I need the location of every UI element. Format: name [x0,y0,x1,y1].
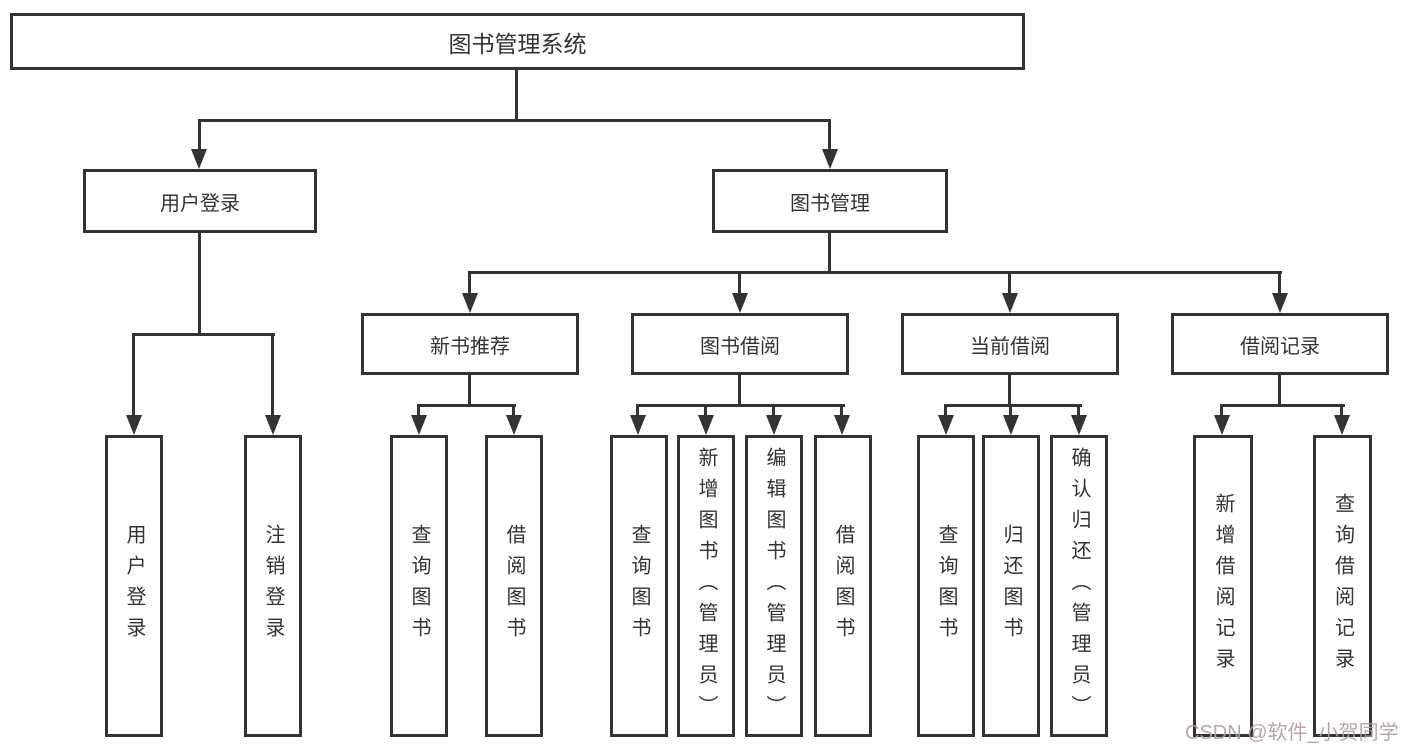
node-borrow-books-recommend: 借阅图书 [485,435,543,737]
arrow-down-icon [462,293,478,313]
node-confirm-return-admin: 确认归还（管理员） [1050,435,1108,737]
node-label: 图书借阅 [700,335,780,358]
node-current-borrowing: 当前借阅 [901,313,1119,375]
arrow-down-icon [938,415,954,435]
node-query-books-current: 查询图书 [917,435,975,737]
arrow-down-icon [506,415,522,435]
arrow-down-icon [698,415,714,435]
connector-line [1077,404,1080,418]
node-add-books-admin: 新增图书（管理员） [677,435,735,737]
node-label: 查询图书 [935,524,957,648]
connector-line [1009,404,1012,418]
connector-line [944,404,947,418]
node-label: 归还图书 [1000,524,1022,648]
node-book-borrowing: 图书借阅 [631,313,849,375]
node-user-login: 用户登录 [83,169,317,233]
node-label: 新增借阅记录 [1212,493,1234,679]
arrow-down-icon [411,415,427,435]
node-new-book-recommendation: 新书推荐 [361,313,579,375]
connector-line [738,375,741,407]
node-label: 图书管理 [790,192,870,215]
arrow-down-icon [1002,293,1018,313]
connector-line [944,404,1082,407]
connector-line [132,333,275,336]
arrow-down-icon [265,415,281,435]
node-label: 图书管理系统 [448,30,587,57]
node-edit-books-admin: 编辑图书（管理员） [745,435,803,737]
connector-line [1278,271,1281,296]
arrow-down-icon [1272,293,1288,313]
node-user-login-leaf: 用户登录 [105,435,163,737]
arrow-down-icon [126,415,142,435]
connector-line [738,271,741,296]
node-label: 查询图书 [628,524,650,648]
connector-line [828,119,831,152]
node-borrowing-records: 借阅记录 [1171,313,1389,375]
node-query-borrow-record: 查询借阅记录 [1313,435,1372,737]
node-label: 查询图书 [408,524,430,648]
arrow-down-icon [732,293,748,313]
arrow-down-icon [630,415,646,435]
arrow-down-icon [1003,415,1019,435]
node-label: 查询借阅记录 [1331,493,1354,679]
connector-line [1220,404,1345,407]
connector-line [271,333,274,417]
connector-line [1008,271,1011,296]
node-label: 编辑图书（管理员） [763,446,785,726]
node-label: 用户登录 [123,524,145,648]
node-label: 新书推荐 [430,335,510,358]
connector-line [132,333,135,417]
arrow-down-icon [1214,415,1230,435]
node-label: 借阅图书 [503,524,525,648]
connector-line [704,404,707,418]
arrow-down-icon [822,149,838,169]
connector-line [636,404,639,418]
node-add-borrow-record: 新增借阅记录 [1193,435,1253,737]
node-borrow-books-borrowing: 借阅图书 [814,435,872,737]
node-label: 确认归还（管理员） [1068,446,1090,726]
node-query-books-recommend: 查询图书 [390,435,448,737]
connector-line [772,404,775,418]
node-book-management: 图书管理 [712,169,948,233]
arrow-down-icon [766,415,782,435]
connector-line [198,119,831,122]
connector-line [828,233,831,274]
connector-line [198,233,201,335]
node-label: 借阅记录 [1240,335,1320,358]
watermark: CSDN @软件_小贺同学 [1185,722,1399,744]
connector-line [468,271,471,296]
connector-line [1220,404,1223,418]
connector-line [417,404,420,418]
arrow-down-icon [1071,415,1087,435]
connector-line [1008,375,1011,407]
connector-line [840,404,843,418]
arrow-down-icon [1334,415,1350,435]
connector-line [198,119,201,152]
connector-line [636,404,845,407]
connector-line [417,404,516,407]
connector-line [468,271,1282,274]
node-label: 注销登录 [262,524,284,648]
node-label: 借阅图书 [832,524,854,648]
node-label: 当前借阅 [970,335,1050,358]
node-library-management-system: 图书管理系统 [10,13,1025,70]
connector-line [512,404,515,418]
node-query-books-borrowing: 查询图书 [610,435,668,737]
arrow-down-icon [191,149,207,169]
connector-line [515,70,518,120]
connector-line [1278,375,1281,407]
node-label: 用户登录 [160,192,240,215]
connector-line [468,375,471,407]
node-return-books: 归还图书 [982,435,1040,737]
arrow-down-icon [834,415,850,435]
connector-line [1340,404,1343,418]
node-logout: 注销登录 [244,435,302,737]
node-label: 新增图书（管理员） [695,446,717,726]
